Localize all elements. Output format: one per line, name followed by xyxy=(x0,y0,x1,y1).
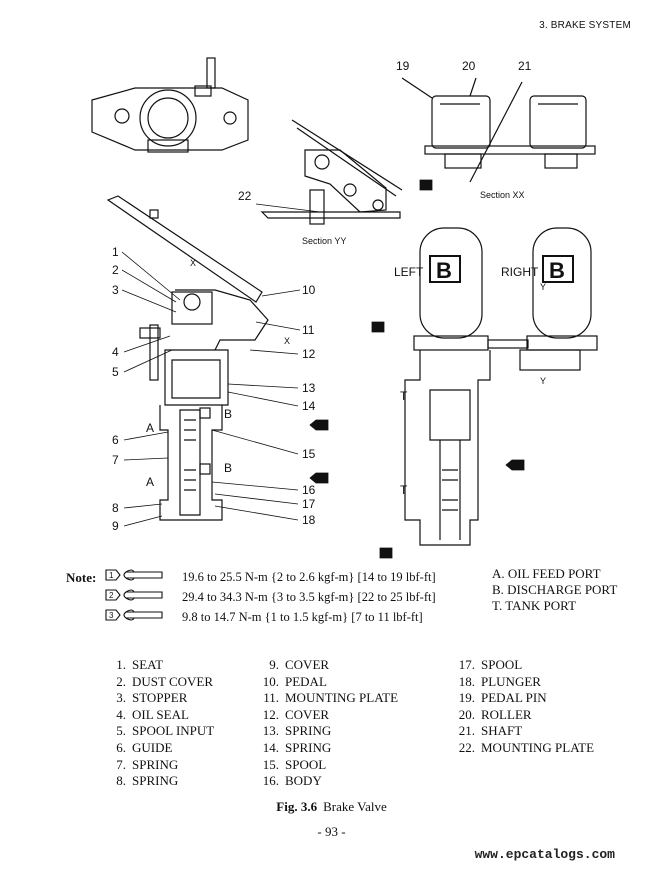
axis-x-lower: X xyxy=(284,336,290,346)
port-legend-b: B. DISCHARGE PORT xyxy=(492,582,618,597)
callout-7: 7 xyxy=(112,453,119,467)
parts-list-item: 18.PLUNGER xyxy=(458,673,541,689)
figure-caption: Fig. 3.6 Brake Valve xyxy=(0,799,663,815)
axis-y-lower: Y xyxy=(540,376,546,386)
parts-list-item: 17.SPOOL xyxy=(458,657,523,672)
callout-12: 12 xyxy=(302,347,316,361)
callout-15: 15 xyxy=(302,447,316,461)
port-label-a-upper: A xyxy=(146,421,154,435)
flag-mark-3c: 3 xyxy=(514,461,519,470)
brake-valve-diagram: 1 2 3 4 5 6 7 8 9 10 11 12 13 14 15 16 1… xyxy=(91,57,598,559)
flag-mark-1a: 1 xyxy=(375,323,380,332)
callout-1: 1 xyxy=(112,245,119,259)
right-valve-elevation xyxy=(404,227,598,546)
flag-mark-3a: 3 xyxy=(318,421,323,430)
callout-10: 10 xyxy=(302,283,316,297)
parts-list-col-3: 17.SPOOL 18.PLUNGER 19.PEDAL PIN 20.ROLL… xyxy=(457,657,594,757)
section-yy-label: Section YY xyxy=(302,236,346,246)
callout-3: 3 xyxy=(112,283,119,297)
axis-y-upper: Y xyxy=(540,282,546,292)
callout-19: 19 xyxy=(396,59,410,73)
parts-list-item: 8.SPRING xyxy=(116,773,179,789)
figure-title: Brake Valve xyxy=(323,799,387,814)
parts-list-item: 7.SPRING xyxy=(116,756,179,772)
flag-mark-2a: 2 xyxy=(423,181,428,190)
parts-list-item: 1.SEAT xyxy=(116,657,164,672)
port-legend-a: A. OIL FEED PORT xyxy=(492,566,601,581)
parts-list-item: 22.MOUNTING PLATE xyxy=(458,739,595,755)
callout-17: 17 xyxy=(302,497,316,511)
axis-x-upper: X xyxy=(190,258,196,268)
parts-list-col-1: 1.SEAT 2.DUST COVER 3.STOPPER 4.OIL SEAL… xyxy=(108,657,214,790)
port-legend-t: T. TANK PORT xyxy=(492,598,577,613)
page-number: - 93 - xyxy=(317,824,346,839)
parts-list-col-2: 9.COVER 10.PEDAL 11.MOUNTING PLATE 12.CO… xyxy=(261,657,398,790)
callout-14: 14 xyxy=(302,399,316,413)
torque-mark-2: 2 xyxy=(109,591,114,600)
callout-18: 18 xyxy=(302,513,316,527)
section-xx-label: Section XX xyxy=(480,190,525,200)
flag-mark-1b: 1 xyxy=(383,549,388,558)
section-yy-drawing xyxy=(260,119,403,225)
parts-list-item: 9.COVER xyxy=(269,657,330,672)
left-label: LEFT xyxy=(394,265,424,279)
parts-list-item: 6.GUIDE xyxy=(116,739,173,755)
callout-9: 9 xyxy=(112,519,119,533)
note-label: Note: xyxy=(66,570,97,585)
parts-list-item: 15.SPOOL xyxy=(262,756,327,772)
watermark: www.epcatalogs.com xyxy=(474,847,615,862)
callout-2: 2 xyxy=(112,263,119,277)
parts-list-item: 5.SPOOL INPUT xyxy=(116,723,215,739)
left-badge-letter: B xyxy=(436,258,452,283)
port-label-t-lower: T xyxy=(400,483,408,497)
parts-list-item: 21.SHAFT xyxy=(458,723,523,739)
port-label-t-upper: T xyxy=(400,389,408,403)
callout-21: 21 xyxy=(518,59,532,73)
parts-list-item: 13.SPRING xyxy=(262,723,332,739)
parts-list-item: 20.ROLLER xyxy=(458,706,532,722)
callout-20: 20 xyxy=(462,59,476,73)
parts-list-item: 2.DUST COVER xyxy=(116,673,214,689)
right-badge-letter: B xyxy=(549,258,565,283)
parts-list-item: 19.PEDAL PIN xyxy=(458,690,547,706)
parts-list-item: 3.STOPPER xyxy=(116,690,188,706)
torque-mark-3: 3 xyxy=(109,611,114,620)
callout-4: 4 xyxy=(112,345,119,359)
parts-list-item: 14.SPRING xyxy=(262,739,332,755)
parts-list-item: 12.COVER xyxy=(262,706,330,722)
flag-mark-3b: 3 xyxy=(318,474,323,483)
callout-11: 11 xyxy=(302,323,315,337)
callout-13: 13 xyxy=(302,381,316,395)
torque-spec-1: 19.6 to 25.5 N-m {2 to 2.6 kgf-m} [14 to… xyxy=(182,570,436,584)
parts-list-item: 11.MOUNTING PLATE xyxy=(263,690,399,706)
torque-mark-1: 1 xyxy=(109,571,114,580)
callout-22: 22 xyxy=(238,189,252,203)
leader-lines xyxy=(121,203,321,527)
parts-list-item: 16.BODY xyxy=(262,773,322,789)
right-label: RIGHT xyxy=(501,265,539,279)
section-xx-drawing xyxy=(401,77,596,183)
callout-6: 6 xyxy=(112,433,119,447)
torque-spec-2: 29.4 to 34.3 N-m {3 to 3.5 kgf-m} [22 to… xyxy=(182,590,436,604)
plan-view-drawing xyxy=(91,57,249,153)
callout-8: 8 xyxy=(112,501,119,515)
port-label-b-upper: B xyxy=(224,407,232,421)
section-header: 3. BRAKE SYSTEM xyxy=(539,20,631,31)
parts-list-item: 4.OIL SEAL xyxy=(116,706,189,722)
port-label-b-lower: B xyxy=(224,461,232,475)
torque-spec-3: 9.8 to 14.7 N-m {1 to 1.5 kgf-m} [7 to 1… xyxy=(182,610,423,624)
parts-list-item: 10.PEDAL xyxy=(262,673,327,689)
torque-icons: 1 2 3 xyxy=(105,569,163,621)
port-label-a-lower: A xyxy=(146,475,154,489)
figure-number: Fig. 3.6 xyxy=(276,799,318,814)
callout-16: 16 xyxy=(302,483,316,497)
left-valve-section xyxy=(106,195,269,521)
callout-5: 5 xyxy=(112,365,119,379)
